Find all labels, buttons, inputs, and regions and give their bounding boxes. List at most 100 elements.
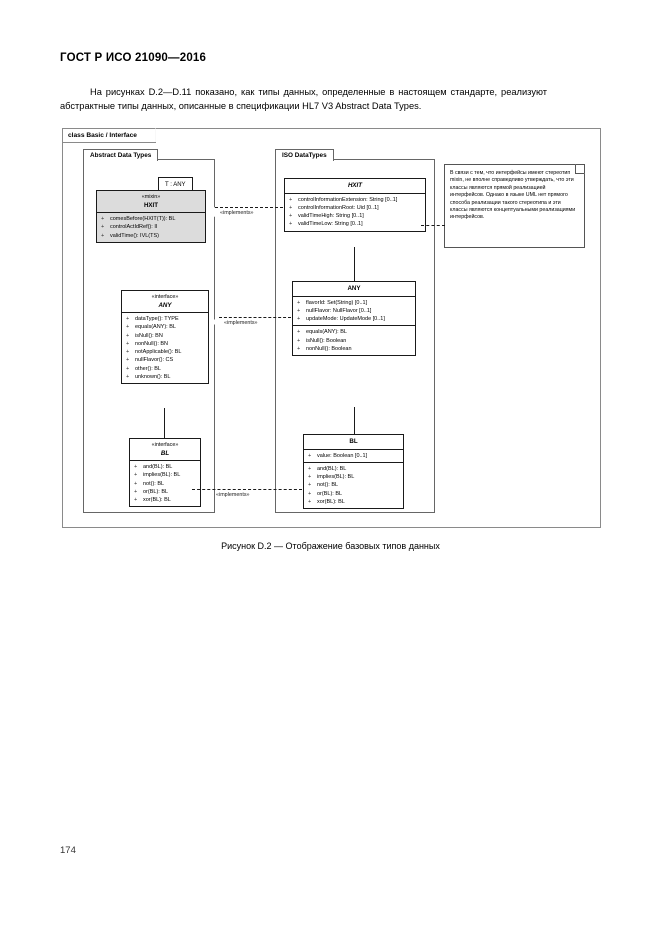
member-row: + unknown(): BL <box>125 373 206 381</box>
generalization-line-bl-any-iso <box>354 407 355 434</box>
member-visibility: + <box>126 340 130 347</box>
member-row: + or(BL): BL <box>133 488 198 496</box>
member-visibility: + <box>297 316 301 323</box>
member-visibility: + <box>126 357 130 364</box>
member-text: unknown(): BL <box>135 374 171 381</box>
class-any-abstract-name: ANY <box>158 301 172 309</box>
member-text: and(BL): BL <box>143 464 173 470</box>
member-text: or(BL): BL <box>143 488 169 495</box>
member-visibility: + <box>289 221 293 228</box>
generalization-arrow-bl-any-abstract <box>159 400 169 408</box>
member-text: comesBefore(HXIT(T)): BL <box>110 216 176 222</box>
member-text: validTimeHigh: String [0..1] <box>298 213 364 220</box>
member-visibility: + <box>134 464 138 470</box>
realization-line-any <box>219 317 291 318</box>
member-row: +flavorId: Set(String) [0..1] <box>296 299 413 307</box>
member-text: validTime(): IVL(TS) <box>110 232 159 239</box>
member-row: +equals(ANY): BL <box>125 323 206 331</box>
member-visibility: + <box>134 488 138 495</box>
realization-arrow-bl <box>183 489 192 499</box>
member-visibility: + <box>289 213 293 220</box>
template-parameter-label: T : ANY <box>165 182 186 188</box>
generalization-line-any-hxit-iso <box>354 247 355 281</box>
member-text: validTimeLow: String [0..1] <box>298 221 363 228</box>
realization-label-hxit: «implements» <box>220 210 254 216</box>
class-hxit-iso[interactable]: HXIT +controlInformationExtension: Strin… <box>284 178 426 232</box>
member-row: + updateMode: UpdateMode [0..1] <box>296 315 413 323</box>
member-row: + validTimeHigh: String [0..1] <box>288 212 423 220</box>
member-row: + isNull(): BN <box>125 332 206 340</box>
member-row: +dataType(): TYPE <box>125 315 206 323</box>
realization-label-any: «implements» <box>224 320 258 326</box>
member-text: nonNull(): Boolean <box>306 345 352 352</box>
member-text: implies(BL): BL <box>143 472 181 479</box>
member-visibility: + <box>101 216 105 222</box>
member-visibility: + <box>101 232 105 239</box>
member-row: + implies(BL): BL <box>133 471 198 479</box>
member-text: isNull(): BN <box>135 332 163 339</box>
member-row: +and(BL): BL <box>307 465 401 473</box>
member-row: +controlInformationExtension: String [0.… <box>288 196 423 204</box>
member-row: + validTime(): IVL(TS) <box>100 232 203 240</box>
member-text: notApplicable(): BL <box>135 349 182 356</box>
member-visibility: + <box>308 474 312 481</box>
class-hxit-iso-header: HXIT <box>285 179 425 194</box>
member-visibility: + <box>308 498 312 505</box>
member-row: + comesBefore(HXIT(T)): BL <box>100 215 203 223</box>
member-text: value: Boolean [0..1] <box>317 452 368 459</box>
member-visibility: + <box>297 345 301 352</box>
member-visibility: + <box>126 365 130 372</box>
member-row: + and(BL): BL <box>133 463 198 471</box>
frame-title-tab: class Basic / Interface <box>63 129 156 143</box>
member-text: and(BL): BL <box>317 465 347 472</box>
class-bl-iso[interactable]: BL +value: Boolean [0..1] +and(BL): BL +… <box>303 434 404 510</box>
generalization-arrow-any-hxit-iso <box>349 239 359 247</box>
class-hxit-abstract-header: «mixin» HXIT <box>97 191 205 213</box>
realization-arrow-hxit <box>206 207 215 217</box>
member-text: updateMode: UpdateMode [0..1] <box>306 316 385 323</box>
realization-line-hxit <box>215 207 283 208</box>
member-visibility: + <box>126 332 130 339</box>
class-hxit-abstract-name: HXIT <box>143 201 159 209</box>
class-bl-iso-attributes: +value: Boolean [0..1] <box>304 450 403 462</box>
member-text: flavorId: Set(String) [0..1] <box>306 299 368 306</box>
package-iso-datatypes-tab: ISO DataTypes <box>275 149 334 161</box>
member-visibility: + <box>289 196 293 203</box>
class-bl-abstract-name: BL <box>160 449 170 457</box>
member-text: equals(ANY): BL <box>306 329 347 336</box>
member-visibility: + <box>297 337 301 344</box>
member-row: + implies(BL): BL <box>307 473 401 481</box>
class-any-iso[interactable]: ANY +flavorId: Set(String) [0..1] +nullF… <box>292 281 416 357</box>
class-hxit-iso-attributes: +controlInformationExtension: String [0.… <box>285 194 425 231</box>
class-hxit-abstract[interactable]: «mixin» HXIT + comesBefore(HXIT(T)): BL +… <box>96 190 206 243</box>
member-row: + nullFlavor: NullFlavor [0..1] <box>296 307 413 315</box>
member-visibility: + <box>134 497 138 504</box>
member-text: controlInformationRoot: Uid [0..1] <box>298 204 379 211</box>
class-any-abstract-stereotype: «interface» <box>151 294 179 300</box>
class-hxit-abstract-stereotype: «mixin» <box>141 194 161 200</box>
class-bl-iso-header: BL <box>304 435 403 450</box>
class-any-iso-name: ANY <box>347 285 361 292</box>
class-hxit-iso-name: HXIT <box>347 182 363 189</box>
member-text: equals(ANY): BL <box>135 324 176 331</box>
member-row: +xor(BL): BL <box>307 498 401 506</box>
page-number: 174 <box>60 845 76 856</box>
member-row: +not(): BL <box>133 480 198 488</box>
member-text: implies(BL): BL <box>317 474 355 481</box>
member-visibility: + <box>126 316 130 322</box>
member-text: nullFlavor: NullFlavor [0..1] <box>306 307 372 314</box>
member-visibility: + <box>297 307 301 314</box>
member-text: isNull(): Boolean <box>306 337 347 344</box>
member-row: +nullFlavor(): CS <box>125 356 206 364</box>
class-any-abstract-operations: +dataType(): TYPE +equals(ANY): BL +isNu… <box>122 313 208 383</box>
class-any-abstract[interactable]: «interface» ANY +dataType(): TYPE +equal… <box>121 290 209 385</box>
member-text: not(): BL <box>143 480 165 487</box>
uml-diagram-frame: class Basic / Interface Abstract Data Ty… <box>62 128 601 528</box>
member-visibility: + <box>134 472 138 479</box>
class-any-abstract-header: «interface» ANY <box>122 291 208 313</box>
frame-title-label: class Basic / Interface <box>68 132 137 139</box>
member-visibility: + <box>126 374 130 381</box>
member-visibility: + <box>126 349 130 356</box>
member-row: + validTimeLow: String [0..1] <box>288 220 423 228</box>
package-abstract-data-types-label: Abstract Data Types <box>90 152 152 159</box>
